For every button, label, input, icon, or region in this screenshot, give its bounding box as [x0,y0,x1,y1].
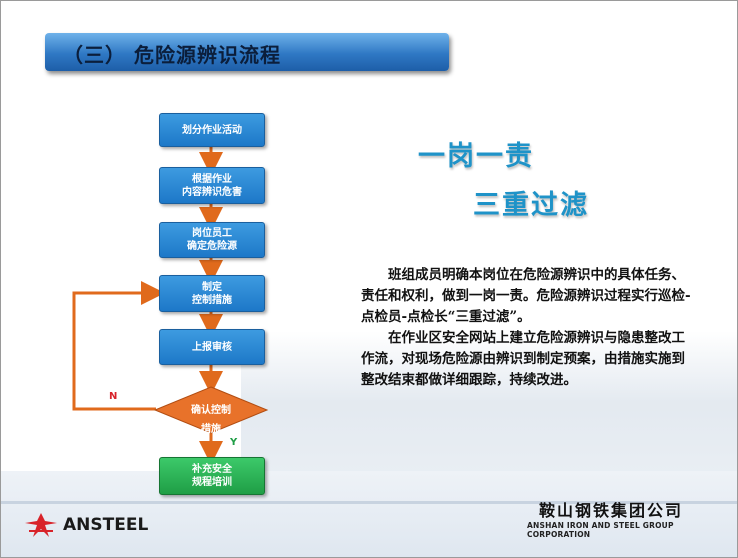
flow-step-3-label: 岗位员工 确定危险源 [187,228,237,252]
flow-step-5-label: 上报审核 [192,341,232,353]
ansteel-logo-icon [25,513,57,537]
flow-step-1-label: 划分作业活动 [182,124,242,136]
flow-step-5: 上报审核 [159,329,265,365]
flow-final-step-label: 补充安全 规程培训 [192,464,232,488]
background-divider [1,501,737,504]
flow-step-4-label: 制定 控制措施 [192,281,232,306]
yes-label: Y [230,437,238,448]
no-label: N [109,391,118,402]
flow-step-3: 岗位员工 确定危险源 [159,222,265,258]
background-industrial-band [241,331,737,491]
flow-step-2-label: 根据作业 内容辨识危害 [182,173,242,198]
title-bar: （三） 危险源辨识流程 [45,33,449,71]
decision-diamond [153,386,269,434]
flow-step-4: 制定 控制措施 [159,275,265,312]
description-paragraph-1: 班组成员明确本岗位在危险源辨识中的具体任务、责任和权利，做到一岗一责。危险源辨识… [361,267,691,325]
company-name-cn: 鞍山钢铁集团公司 [539,501,684,520]
flow-step-2: 根据作业 内容辨识危害 [159,167,265,204]
flow-step-1: 划分作业活动 [159,113,265,147]
background-footer-band [1,471,737,557]
description-paragraph: 班组成员明确本岗位在危险源辨识中的具体任务、责任和权利，做到一岗一责。危险源辨识… [361,265,697,391]
decision-label: 确认控制 措施 [191,405,231,435]
slogan-line-1: 一岗一责 [418,141,534,172]
company-name-en: ANSHAN IRON AND STEEL GROUP CORPORATION [527,521,674,539]
flow-final-step: 补充安全 规程培训 [159,457,265,495]
slogan-line-2: 三重过滤 [473,190,589,221]
loop-back-connector [72,281,165,411]
description-paragraph-2: 在作业区安全网站上建立危险源辨识与隐患整改工作流，对现场危险源由辨识到制定预案，… [361,330,685,388]
ansteel-logo-text: ANSTEEL [63,515,149,535]
page-title: （三） 危险源辨识流程 [63,43,281,67]
